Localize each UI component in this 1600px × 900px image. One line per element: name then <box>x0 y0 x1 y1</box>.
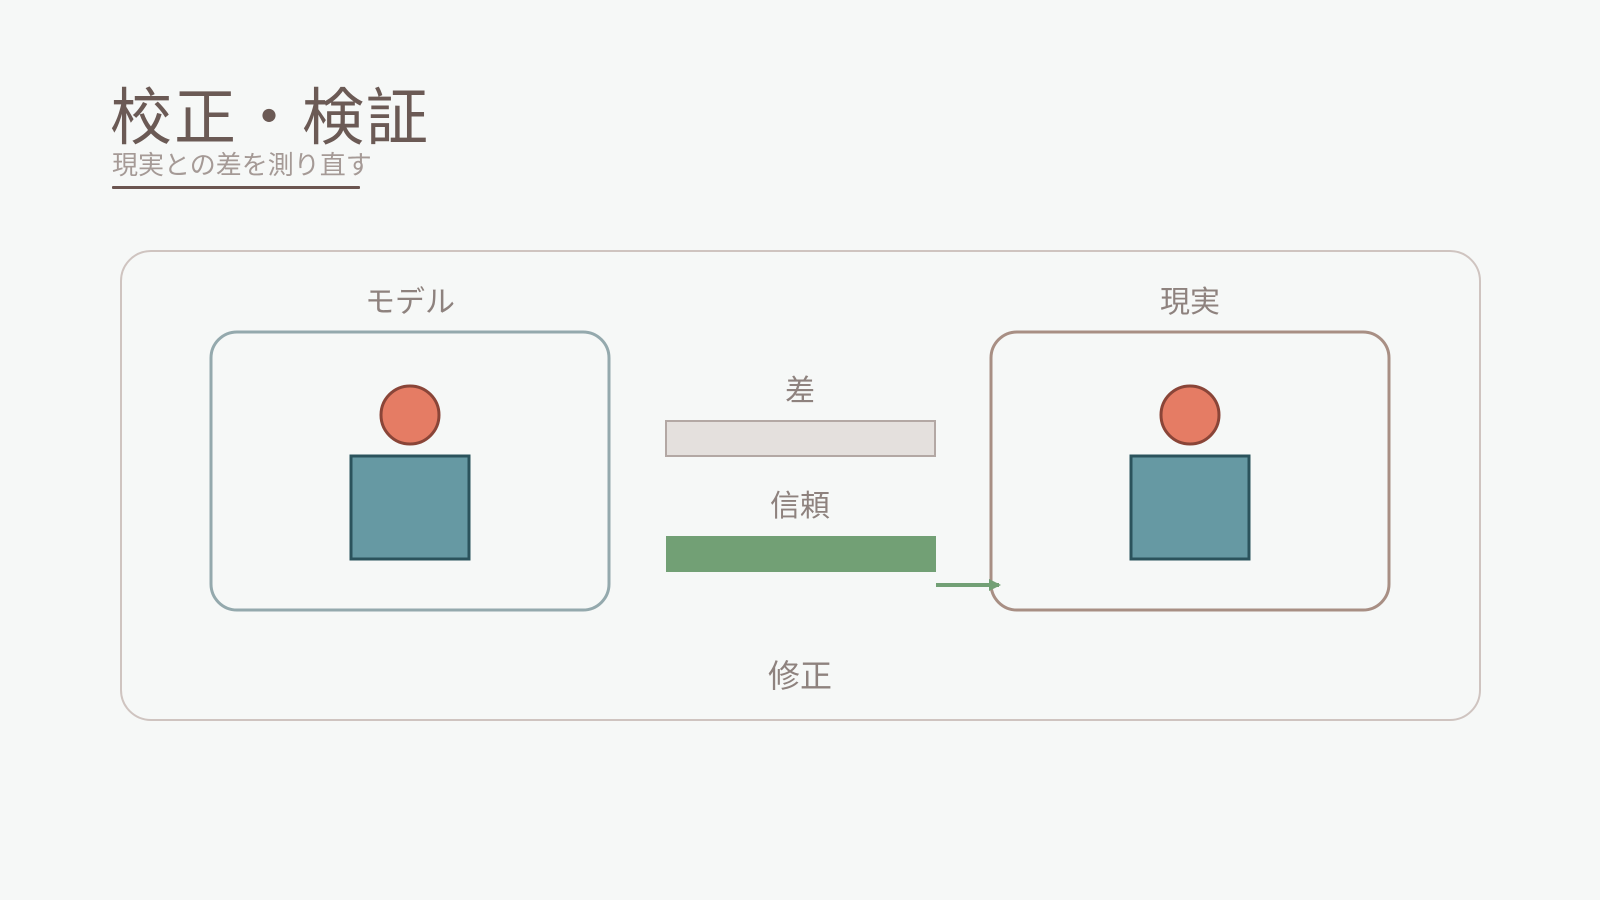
page-subtitle: 現実との差を測り直す <box>112 151 372 181</box>
title-underline <box>112 186 360 189</box>
gap-label: 差 <box>785 374 815 409</box>
model-box <box>209 330 611 612</box>
reality-box <box>989 330 1391 612</box>
correction-label: 修正 <box>768 657 832 695</box>
model-figure-head <box>379 384 441 446</box>
trust-bar <box>666 536 936 572</box>
model-frame <box>209 330 611 612</box>
reality-figure-body <box>1129 454 1251 561</box>
reality-label: 現実 <box>1160 285 1220 320</box>
page-title: 校正・検証 <box>110 81 431 154</box>
gap-bar <box>665 420 936 457</box>
reality-frame <box>989 330 1391 612</box>
model-label: モデル <box>365 285 455 320</box>
model-figure-body <box>349 454 471 561</box>
trust-label: 信頼 <box>770 489 830 524</box>
reality-figure-head <box>1159 384 1221 446</box>
outer-frame <box>120 250 1481 721</box>
